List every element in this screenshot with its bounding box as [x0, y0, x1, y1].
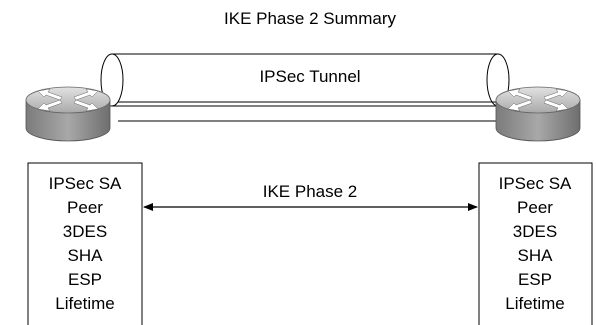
right-sa-attribute: IPSec SA — [499, 174, 572, 193]
ike-phase2-label: IKE Phase 2 — [263, 182, 358, 201]
left-sa-attribute: 3DES — [63, 222, 107, 241]
diagram-title: IKE Phase 2 Summary — [224, 9, 396, 28]
right-sa-attribute: 3DES — [513, 222, 557, 241]
right-sa-attribute: Lifetime — [505, 294, 565, 313]
tunnel-label: IPSec Tunnel — [259, 67, 360, 86]
left-sa-attribute: ESP — [68, 270, 102, 289]
right-sa-panel: IPSec SA Peer 3DES SHA ESP Lifetime — [478, 162, 593, 325]
left-sa-attribute: Peer — [67, 198, 103, 217]
left-sa-attribute: SHA — [68, 246, 104, 265]
left-sa-panel: IPSec SA Peer 3DES SHA ESP Lifetime — [27, 162, 143, 325]
left-sa-attribute: Lifetime — [55, 294, 115, 313]
right-sa-attribute: Peer — [517, 198, 553, 217]
router-icon — [25, 86, 111, 142]
right-sa-attribute: SHA — [518, 246, 554, 265]
router-icon — [495, 86, 581, 142]
ipsec-tunnel — [100, 53, 510, 107]
left-sa-attribute: IPSec SA — [49, 174, 122, 193]
right-sa-attribute: ESP — [518, 270, 552, 289]
